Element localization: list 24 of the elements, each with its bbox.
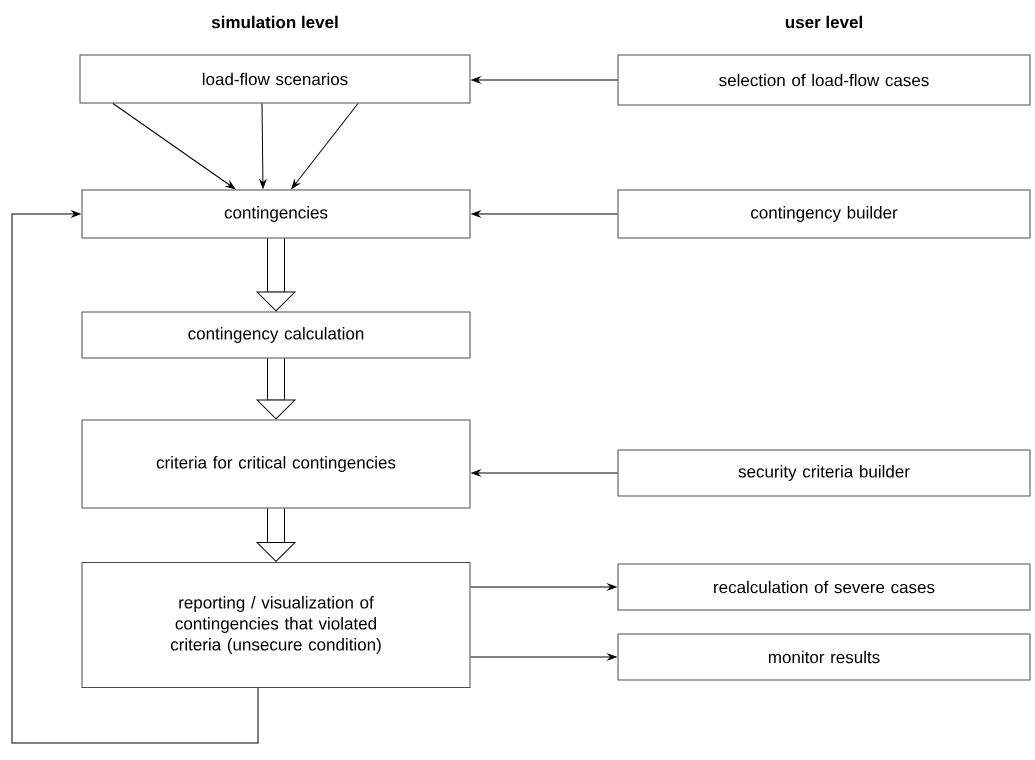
arrow [112,103,236,190]
process-box: contingencies [81,189,471,239]
arrow [471,76,618,84]
feedback-arrow [11,210,259,744]
arrow [471,210,618,218]
process-box: monitor results [617,633,1031,681]
process-box: security criteria builder [617,449,1031,497]
arrow [259,103,267,189]
process-box: load-flow scenarios [79,54,471,104]
process-box: reporting / visualization of contingencies that violated criteria (unsecure condition) [81,562,471,688]
process-box: contingency builder [617,189,1031,239]
process-box: recalculation of severe cases [617,563,1031,611]
column-heading: user level [785,15,862,29]
hollow-arrow [256,508,296,562]
arrow [471,469,618,477]
hollow-arrow [256,358,296,420]
arrow [291,103,359,189]
column-heading: simulation level [211,15,338,29]
arrow [470,653,617,661]
hollow-arrow [256,238,296,312]
arrow [470,583,617,591]
process-box: selection of load-flow cases [617,54,1031,106]
process-box: contingency calculation [81,311,471,359]
process-box: criteria for critical contingencies [81,419,471,509]
